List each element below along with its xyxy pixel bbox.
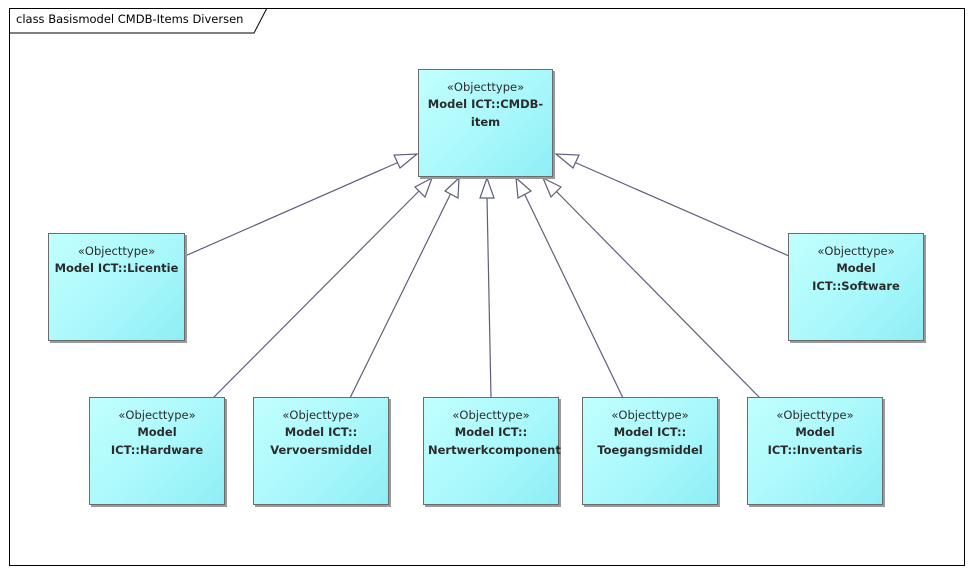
- class-name: Model ICT::Software: [812, 261, 900, 293]
- arrowhead-toegangsmiddel: [515, 176, 533, 199]
- class-name: Model ICT::: [284, 425, 358, 439]
- arrowhead-licentie: [393, 153, 419, 169]
- class-name-cont: Nertwerkcomponent: [428, 443, 561, 457]
- stereotype-label: «Objecttype»: [611, 408, 689, 422]
- class-name-cont: Toegangsmiddel: [597, 443, 703, 457]
- class-name: Model ICT::CMDB-: [427, 97, 544, 111]
- class-name: Model ICT::Licentie: [54, 261, 179, 275]
- frame-title: class Basismodel CMDB-Items Diversen: [16, 12, 244, 26]
- class-name-cont: Vervoersmiddel: [270, 443, 372, 457]
- stereotype-label: «Objecttype»: [77, 244, 156, 258]
- edge-hardware: [212, 189, 421, 399]
- arrowhead-netwerkcomponent: [479, 176, 495, 199]
- stereotype-label: «Objecttype»: [817, 244, 895, 258]
- class-inventaris[interactable]: «Objecttype» Model ICT::Inventaris: [747, 397, 883, 505]
- edge-licentie: [184, 161, 400, 257]
- arrowhead-vervoersmiddel: [443, 176, 460, 199]
- diagram-frame: [9, 8, 965, 566]
- class-name: Model ICT::Inventaris: [767, 425, 863, 457]
- class-netwerkcomponent[interactable]: «Objecttype» Model ICT:: Nertwerkcompone…: [423, 397, 561, 505]
- class-hardware[interactable]: «Objecttype» Model ICT::Hardware: [89, 397, 225, 505]
- edge-vervoersmiddel: [349, 192, 452, 399]
- class-vervoersmiddel[interactable]: «Objecttype» Model ICT:: Vervoersmiddel: [253, 397, 389, 505]
- edge-software: [573, 161, 790, 257]
- stereotype-label: «Objecttype»: [282, 408, 360, 422]
- class-name-cont: item: [470, 115, 501, 129]
- stereotype-label: «Objecttype»: [452, 408, 530, 422]
- class-software[interactable]: «Objecttype» Model ICT::Software: [788, 233, 924, 341]
- stereotype-label: «Objecttype»: [776, 408, 854, 422]
- class-name: Model ICT::Hardware: [110, 425, 204, 457]
- stereotype-label: «Objecttype»: [118, 408, 196, 422]
- arrowhead-inventaris: [541, 176, 563, 199]
- edge-netwerkcomponent: [486, 196, 492, 399]
- arrowhead-software: [554, 153, 580, 169]
- edge-toegangsmiddel: [523, 192, 624, 399]
- edge-inventaris: [555, 190, 761, 399]
- class-licentie[interactable]: «Objecttype» Model ICT::Licentie: [48, 233, 185, 341]
- class-toegangsmiddel[interactable]: «Objecttype» Model ICT:: Toegangsmiddel: [582, 397, 718, 505]
- class-cmdb-item[interactable]: «Objecttype» Model ICT::CMDB- item: [418, 69, 553, 177]
- frame-title-tab: [9, 8, 269, 34]
- stereotype-label: «Objecttype»: [446, 80, 525, 94]
- class-name: Model ICT::: [613, 425, 687, 439]
- arrowhead-hardware: [414, 176, 434, 199]
- class-name: Model ICT::: [454, 425, 528, 439]
